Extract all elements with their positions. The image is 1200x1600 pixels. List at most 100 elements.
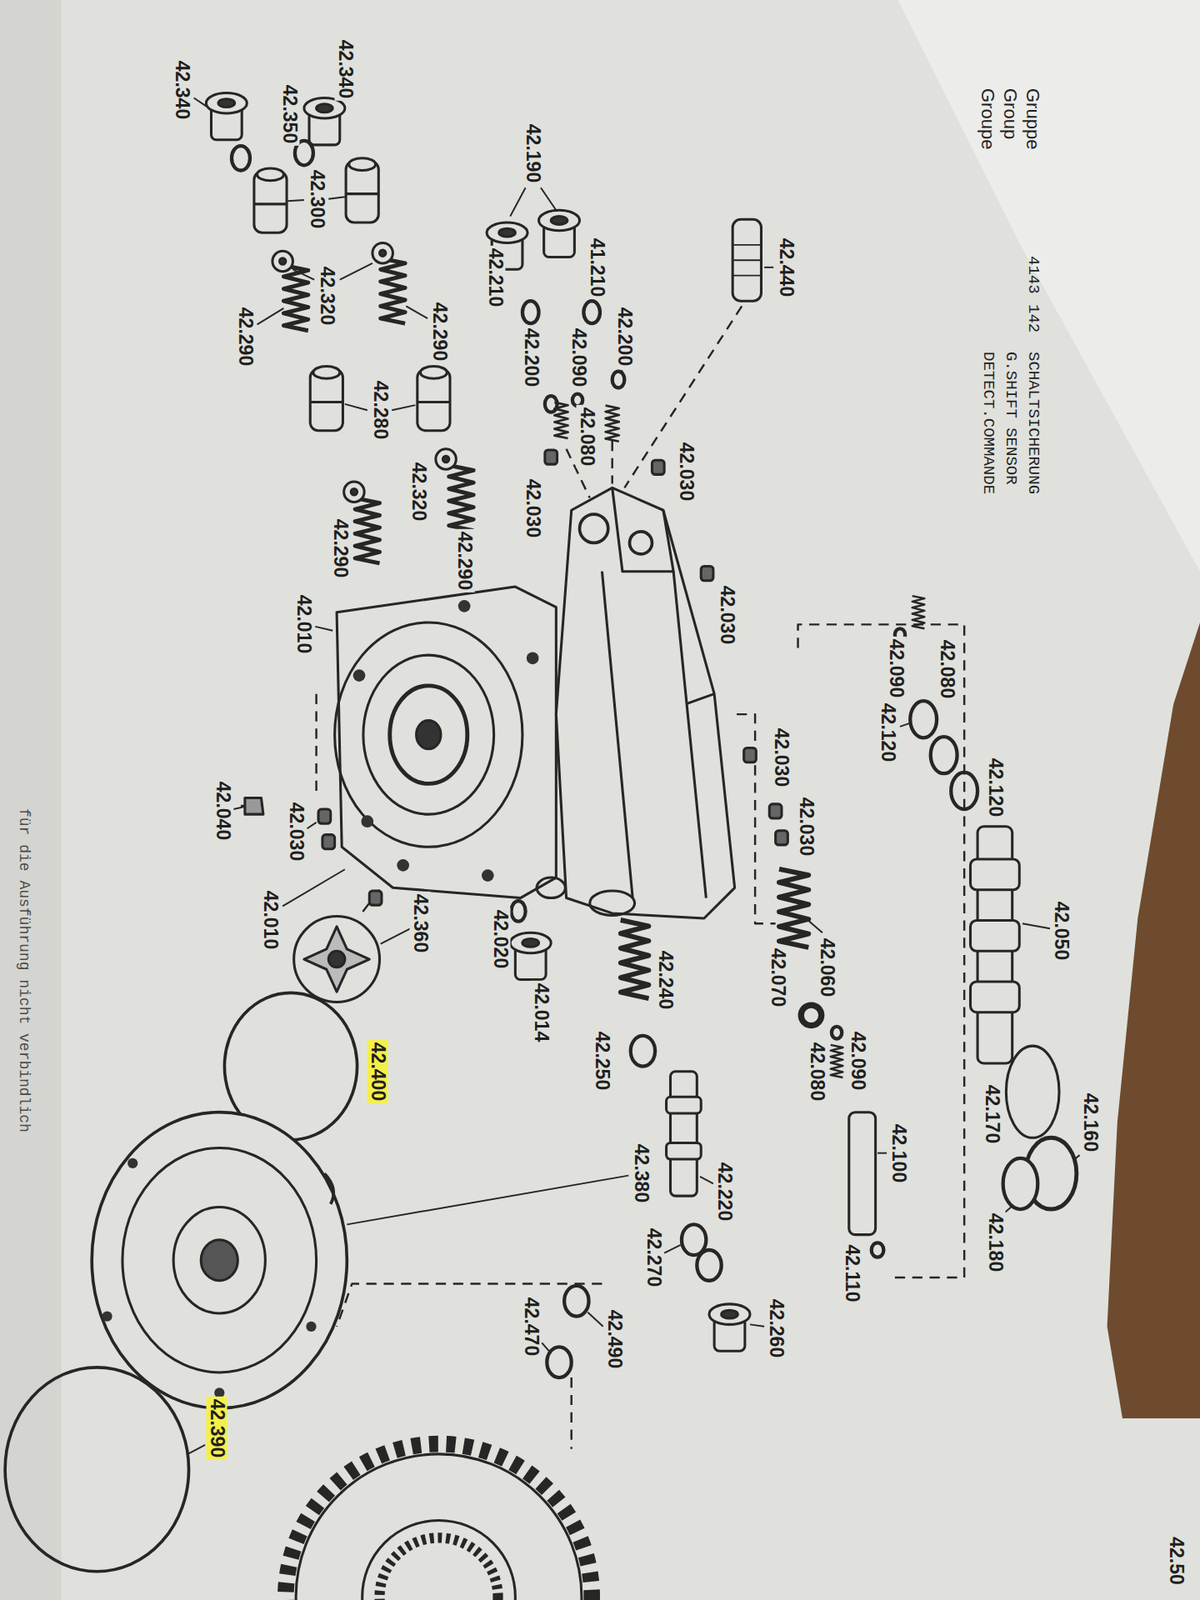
leader-line xyxy=(900,723,910,727)
cover-hub xyxy=(200,1240,238,1281)
screw-thread xyxy=(732,245,761,276)
housing-port xyxy=(630,531,653,555)
cam-lobe xyxy=(970,859,1020,890)
bracket-line xyxy=(798,624,965,1278)
shaft-collar xyxy=(666,1142,702,1160)
housing-bore xyxy=(536,877,565,898)
rotor xyxy=(294,916,380,1003)
leader-line xyxy=(808,920,823,933)
callout-number: 42.360 xyxy=(410,891,431,955)
bolt-hole xyxy=(353,669,366,682)
callout-number: 42.070 xyxy=(767,945,789,1010)
o-ring xyxy=(696,1250,721,1281)
callout-number: 42.030 xyxy=(770,725,791,789)
screw xyxy=(732,219,761,301)
gear-hub xyxy=(362,1520,516,1600)
callout-number: 42.390 xyxy=(205,1396,227,1460)
rotor-hub xyxy=(328,950,345,968)
callout-number: 42.380 xyxy=(630,1141,651,1205)
leader-line xyxy=(194,98,207,107)
callout-number: 42.160 xyxy=(1079,1090,1100,1155)
callout-number: 42.080 xyxy=(576,405,598,469)
spring-seat xyxy=(344,481,365,502)
o-rings xyxy=(231,140,978,1378)
spring xyxy=(449,465,474,530)
callout-number: 42.090 xyxy=(568,325,590,389)
table-wood xyxy=(1107,622,1200,1419)
leader-line xyxy=(380,928,411,944)
callout-number: 42.440 xyxy=(775,235,796,300)
callout-number: 42.080 xyxy=(805,1040,827,1104)
leader-line xyxy=(700,1176,714,1185)
small-plugs xyxy=(318,450,788,905)
cover xyxy=(91,1112,347,1409)
leader-line xyxy=(328,196,345,199)
leader-line xyxy=(233,807,243,810)
callout-number: 42.010 xyxy=(260,888,281,952)
shaft-collar xyxy=(666,1096,702,1114)
small-plug xyxy=(775,830,789,845)
o-ring xyxy=(564,1285,589,1317)
gear-splines xyxy=(380,1537,499,1600)
plug xyxy=(205,92,247,140)
callout-number: 42.030 xyxy=(715,583,737,647)
leader-line xyxy=(1005,1205,1013,1212)
spring xyxy=(380,258,405,324)
callout-number: 42.120 xyxy=(984,755,1005,820)
callout-number: 42.014 xyxy=(530,980,551,1045)
bore xyxy=(416,720,441,749)
callout-number: 42.050 xyxy=(1050,899,1072,963)
callout-number: 42.040 xyxy=(211,779,233,843)
spring-seat xyxy=(272,250,293,271)
leader-line xyxy=(391,405,415,410)
callout-number: 42.170 xyxy=(981,1082,1003,1146)
callout-number: 42.100 xyxy=(887,1120,909,1185)
plug xyxy=(510,932,551,980)
guide-line xyxy=(570,1377,572,1450)
cam-lobe xyxy=(970,981,1020,1013)
header-text: 4143 xyxy=(1024,253,1042,297)
callout-number: 42.200 xyxy=(520,325,541,389)
leader-line xyxy=(257,308,285,325)
callout-number: 42.250 xyxy=(591,1029,613,1093)
leader-line xyxy=(315,626,333,631)
callout-number: 42.090 xyxy=(885,636,907,700)
o-ring xyxy=(950,772,978,810)
callout-number: 42.030 xyxy=(795,795,817,859)
gear-teeth xyxy=(285,1444,592,1600)
spring xyxy=(779,869,809,948)
gear xyxy=(295,1454,582,1600)
bracket-line xyxy=(336,1283,602,1326)
header-text: DETECT.COMMANDE xyxy=(979,349,997,497)
small-plug xyxy=(369,890,382,905)
callout-number: 42.400 xyxy=(367,1040,389,1104)
o-ring xyxy=(871,1242,885,1257)
cover-ring xyxy=(122,1148,317,1373)
callout-number: 42.350 xyxy=(278,82,300,146)
bolt-hole xyxy=(305,1321,316,1332)
piston xyxy=(417,366,450,431)
plug xyxy=(539,210,580,257)
callout-number: 42.340 xyxy=(334,37,355,101)
spring xyxy=(605,405,620,442)
leader-line xyxy=(292,269,315,280)
callout-number: 42.190 xyxy=(522,120,544,185)
callout-number: 42.470 xyxy=(520,1295,541,1359)
leader-line xyxy=(510,187,525,216)
leader-line xyxy=(282,869,345,906)
piston xyxy=(310,366,343,431)
callout-number: 42.290 xyxy=(428,300,450,364)
o-ring xyxy=(910,700,937,738)
callout-number: 42.210 xyxy=(484,245,505,310)
callout-number: 42.300 xyxy=(305,167,327,231)
shaft-body xyxy=(670,1071,697,1196)
callout-number: 42.50 xyxy=(1165,1535,1186,1589)
selector-shaft xyxy=(666,1071,702,1196)
spring-seat xyxy=(435,449,456,470)
spring xyxy=(830,1045,844,1078)
bolt-hole xyxy=(127,1158,138,1169)
spring-seat xyxy=(372,242,393,263)
spring xyxy=(620,920,650,999)
o-ring xyxy=(583,300,600,324)
